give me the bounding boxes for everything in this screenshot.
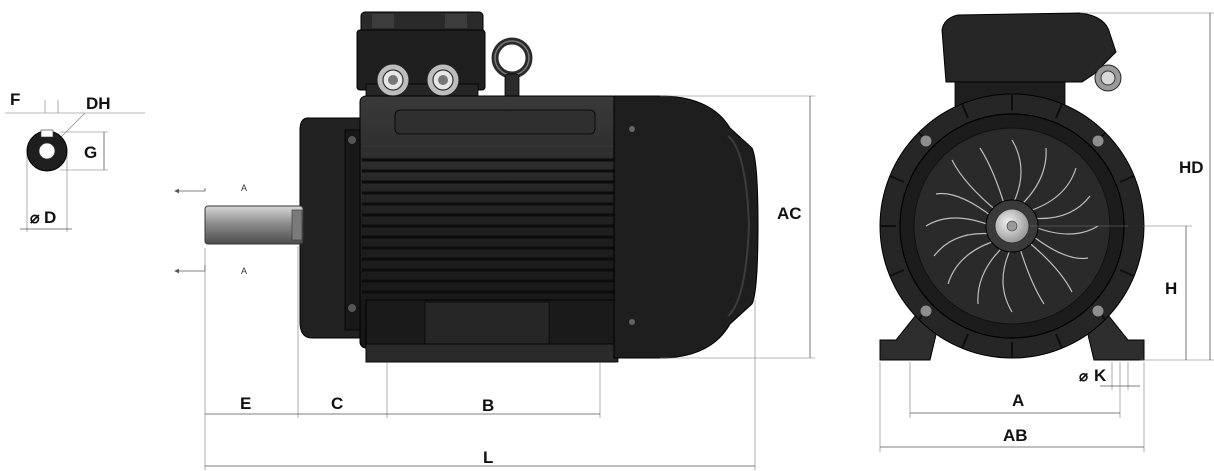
label-h: H [1165, 279, 1177, 298]
label-k: K [1094, 366, 1107, 385]
label-e: E [240, 394, 251, 413]
fan-cover [613, 95, 759, 359]
cable-gland-left [376, 63, 410, 97]
label-c: C [331, 394, 343, 413]
end-view-bolt [1091, 134, 1105, 148]
label-ab: AB [1003, 426, 1028, 445]
end-view-bolt [919, 134, 933, 148]
label-ac: AC [777, 204, 802, 223]
label-dh: DH [86, 94, 111, 113]
end-view-bolt [1091, 304, 1105, 318]
shaft-keyway [40, 129, 54, 138]
label-a: A [1012, 391, 1024, 410]
cooling-fins [362, 158, 616, 294]
label-b: B [482, 396, 494, 415]
diameter-symbol-d: ⌀ [30, 210, 40, 227]
diameter-symbol-k: ⌀ [1079, 368, 1088, 385]
terminal-box [356, 29, 486, 91]
lifting-eye [491, 37, 533, 99]
end-view-bolt [919, 304, 933, 318]
label-g: G [84, 143, 97, 162]
shaft-center-hole [38, 142, 56, 160]
fan-grille [925, 139, 1099, 313]
label-l: L [483, 448, 493, 467]
motor-side-view: A A [174, 11, 815, 470]
label-f: F [10, 90, 20, 109]
motor-end-view: HD H ⌀ K A AB [879, 12, 1214, 452]
cable-gland-right [426, 63, 460, 97]
section-mark-bottom: A [241, 266, 247, 276]
output-shaft [204, 205, 304, 245]
shaft-end-detail: F DH G ⌀ D [5, 90, 145, 232]
section-mark-top: A [241, 183, 247, 193]
label-d: D [44, 208, 56, 227]
end-view-cable-gland [1094, 64, 1122, 92]
end-view-terminal-box [941, 12, 1117, 83]
label-hd: HD [1179, 158, 1204, 177]
